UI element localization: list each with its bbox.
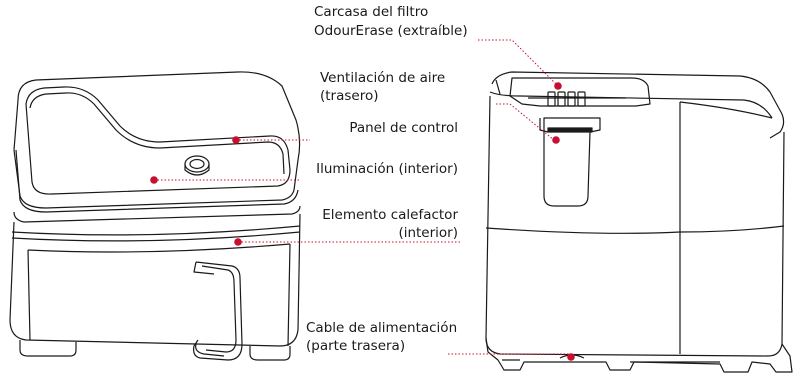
label-air-vent-line2: (trasero) bbox=[320, 88, 379, 104]
label-heating-line2: (interior) bbox=[398, 225, 458, 241]
label-heating-line1: Elemento calefactor bbox=[322, 207, 458, 223]
label-air-vent-line1: Ventilación de aire bbox=[320, 70, 446, 86]
marker-filter-housing bbox=[554, 82, 562, 90]
label-power-cable-line2: (parte trasera) bbox=[306, 338, 406, 354]
label-control-panel: Panel de control bbox=[349, 120, 458, 136]
marker-air-vent bbox=[552, 136, 560, 144]
rear-air-fryer bbox=[485, 71, 793, 373]
marker-lighting bbox=[150, 176, 158, 184]
leader-lines bbox=[154, 39, 570, 355]
marker-heating bbox=[234, 238, 242, 246]
marker-power-cable bbox=[567, 353, 575, 361]
label-power-cable-line1: Cable de alimentación bbox=[306, 320, 458, 336]
leader-filter-housing bbox=[478, 39, 557, 85]
label-filter-housing-line2: OdourErase (extraíble) bbox=[314, 23, 468, 39]
label-filter-housing-line1: Carcasa del filtro bbox=[314, 4, 429, 20]
leader-air-vent bbox=[496, 103, 555, 141]
label-lighting: Iluminación (interior) bbox=[316, 161, 458, 177]
front-air-fryer bbox=[9, 71, 301, 361]
marker-control-panel bbox=[232, 136, 240, 144]
markers bbox=[150, 82, 575, 361]
